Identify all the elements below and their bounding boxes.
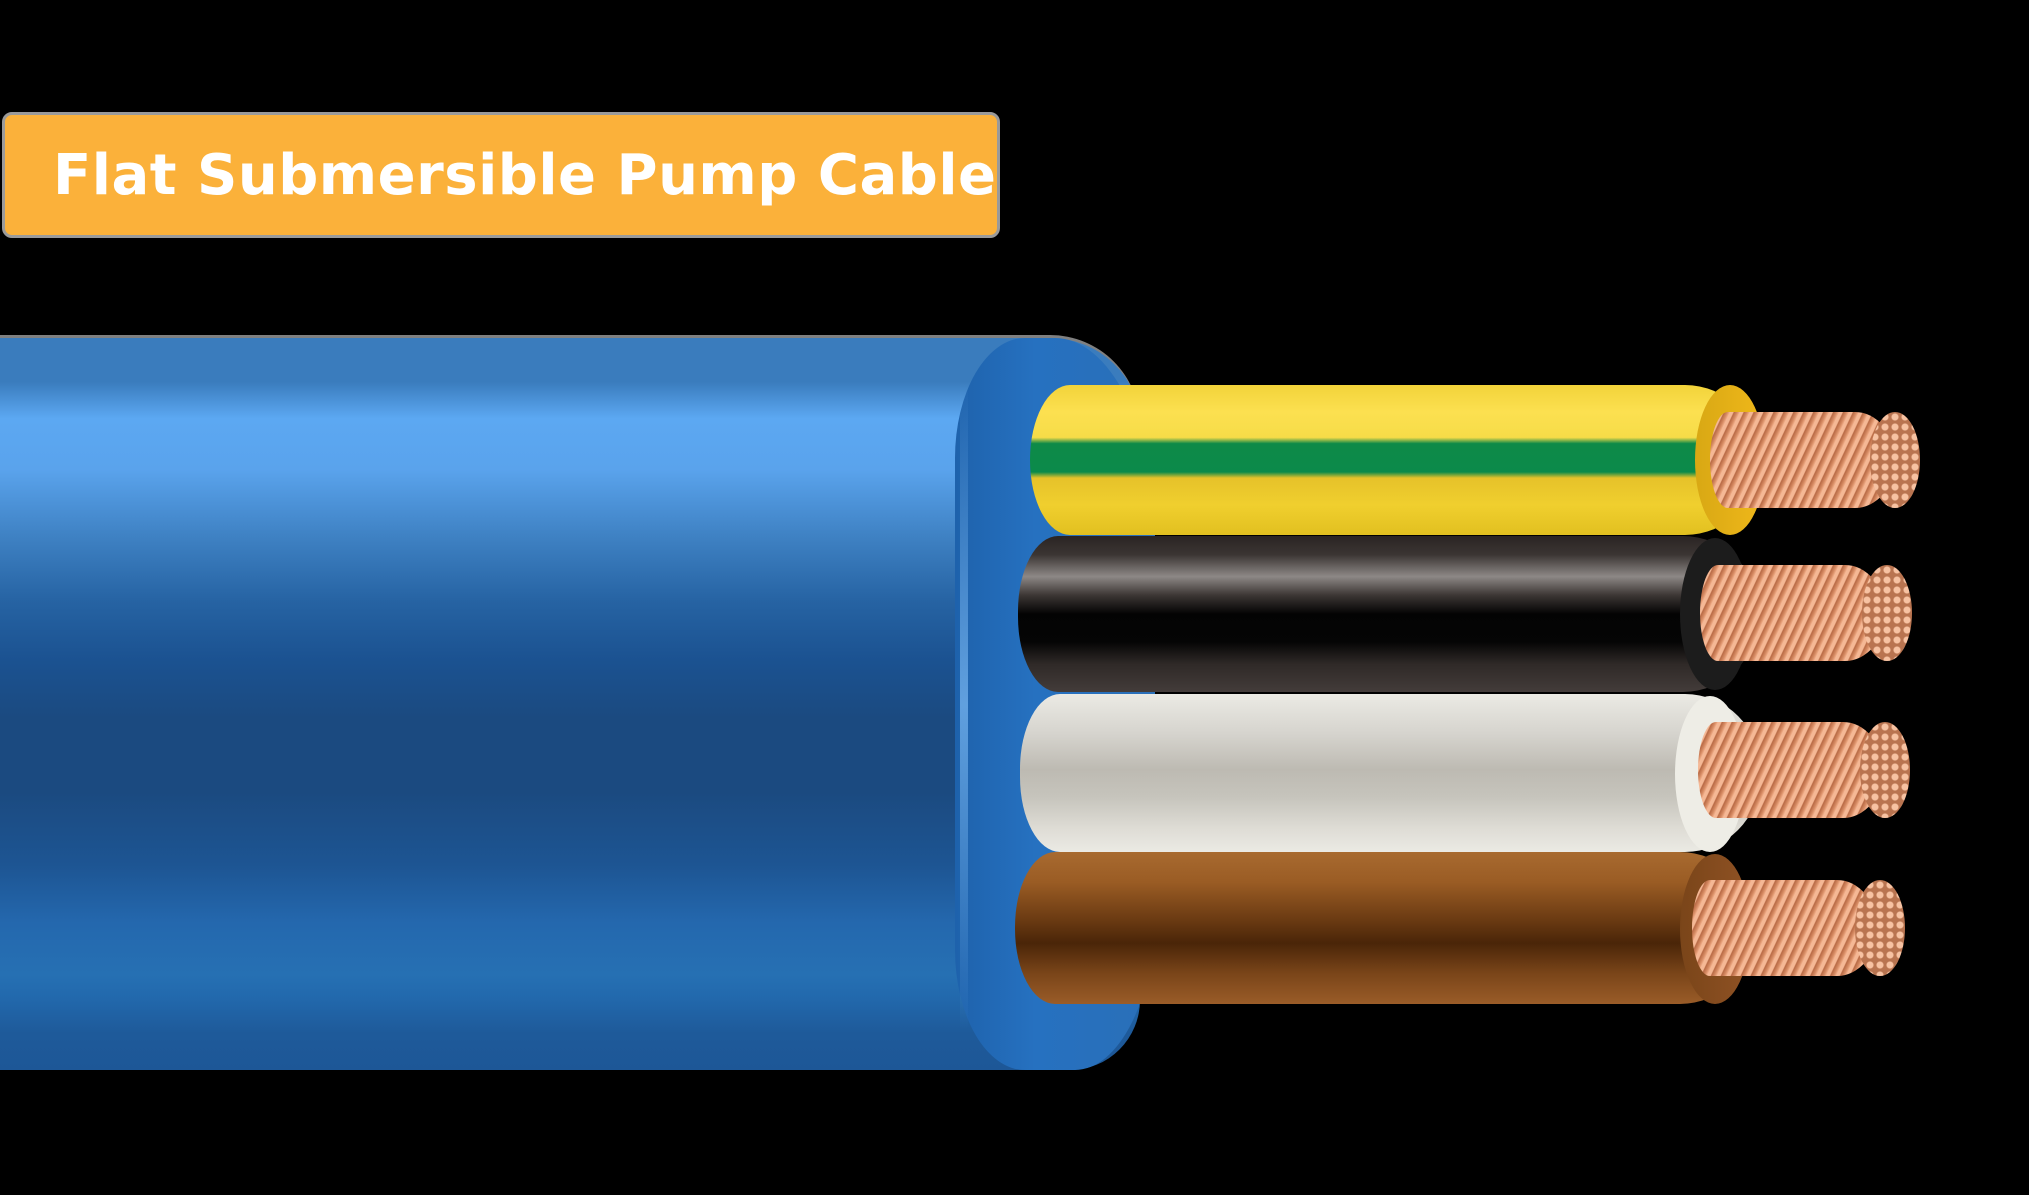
copper-strand-face-3 — [1860, 722, 1910, 818]
copper-conductor-2 — [1700, 565, 1885, 661]
outer-sheath — [0, 335, 1140, 1070]
title-banner: Flat Submersible Pump Cable — [2, 112, 1000, 238]
copper-strand-face-4 — [1855, 880, 1905, 976]
copper-strand-face-1 — [1870, 412, 1920, 508]
copper-strand-face-2 — [1862, 565, 1912, 661]
sheath-highlight — [960, 380, 968, 1030]
core-white — [1020, 694, 1760, 852]
core-yellow-green — [1030, 385, 1760, 535]
copper-conductor-1 — [1710, 412, 1895, 508]
copper-conductor-4 — [1692, 880, 1877, 976]
title-text: Flat Submersible Pump Cable — [53, 143, 997, 208]
copper-conductor-3 — [1698, 722, 1883, 818]
core-black — [1018, 536, 1758, 692]
core-brown — [1015, 852, 1755, 1004]
